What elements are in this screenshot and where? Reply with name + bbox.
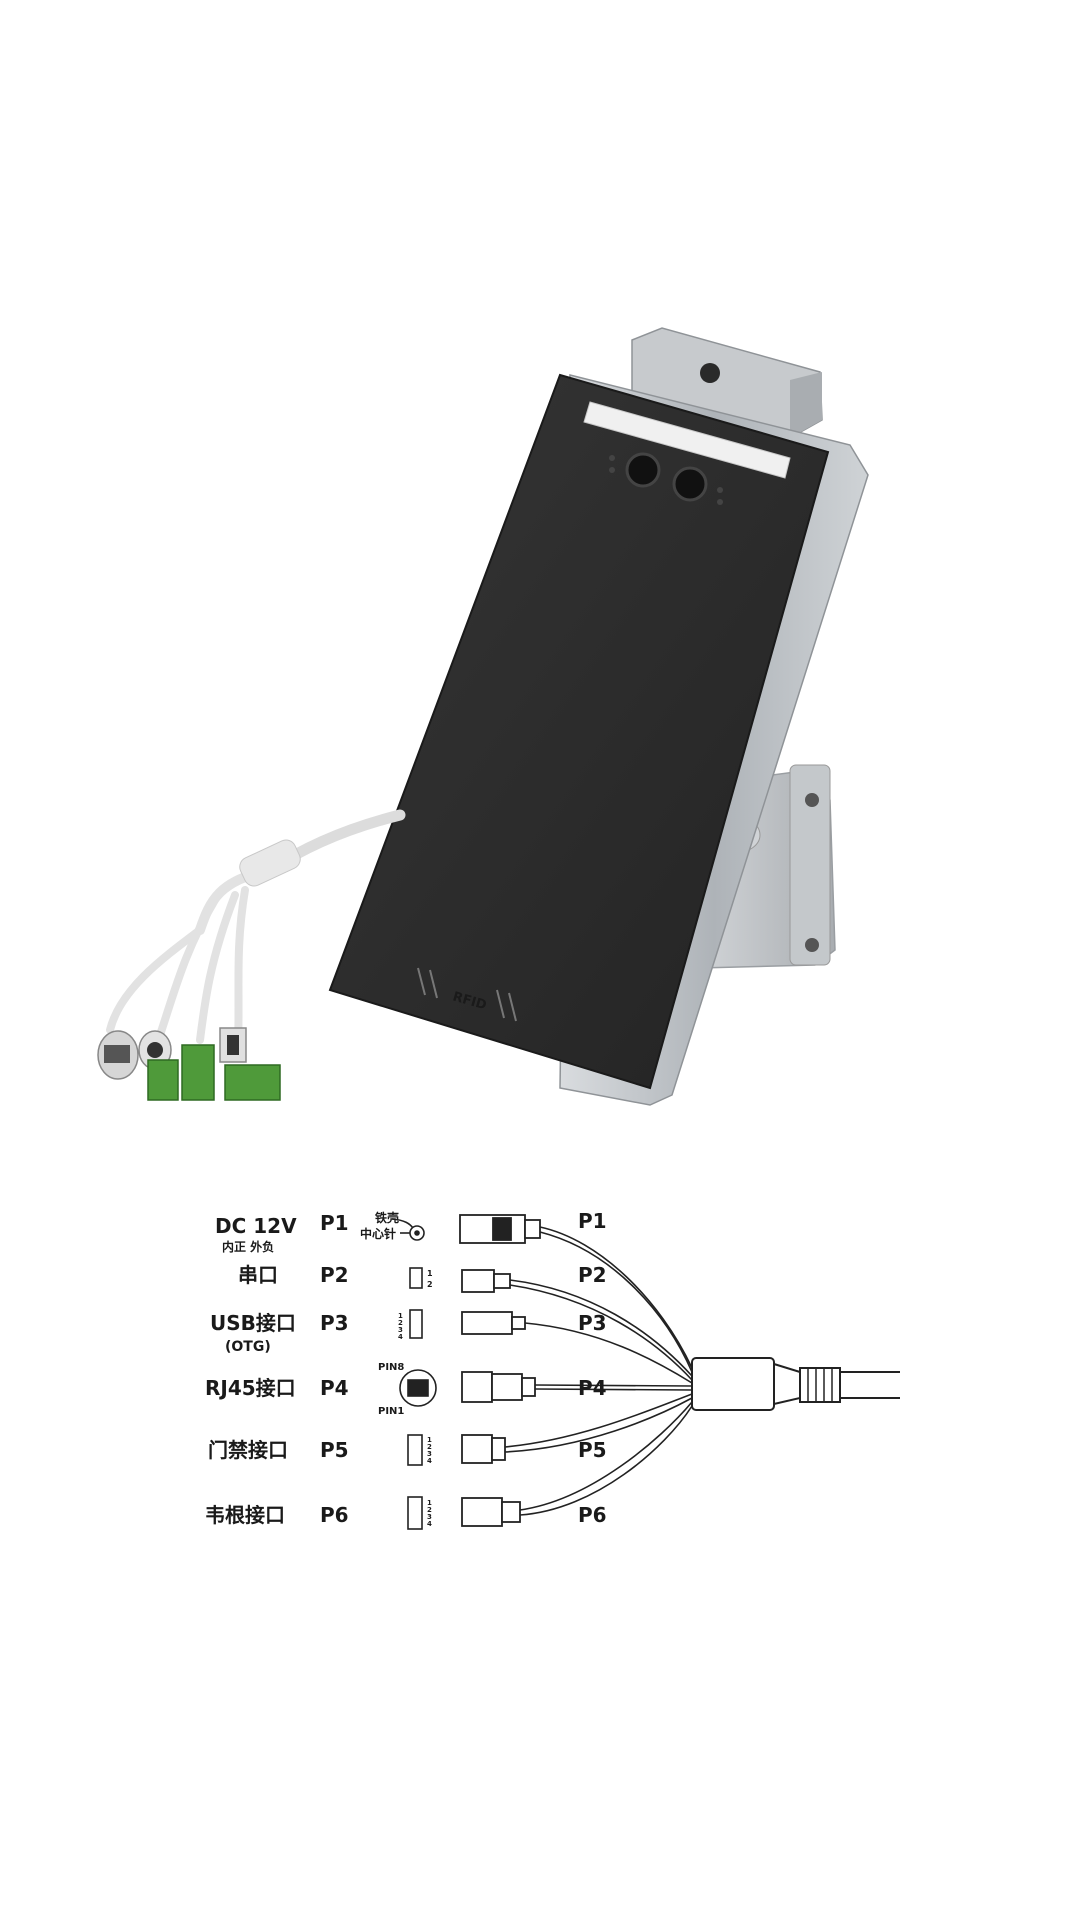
- rj45-pins-icon: [399, 1369, 437, 1407]
- svg-text:4: 4: [427, 1520, 432, 1528]
- port-name-p1: DC 12V: [215, 1214, 297, 1238]
- svg-text:3: 3: [427, 1513, 432, 1521]
- fill-light-bar: [583, 401, 791, 479]
- camera-lens-icon: [672, 466, 708, 502]
- serial-pins-icon: [409, 1267, 423, 1289]
- port-id-left-p5: P5: [320, 1438, 349, 1462]
- port-id-right-p1: P1: [578, 1209, 607, 1233]
- screw-hole-icon: [805, 938, 819, 952]
- svg-text:2: 2: [427, 1506, 432, 1514]
- port-name-p2: 串口: [238, 1263, 278, 1287]
- svg-text:1: 1: [427, 1499, 432, 1507]
- rj45-pin-top: PIN8: [378, 1362, 404, 1373]
- connector-drawings: [459, 1214, 541, 1527]
- svg-text:4: 4: [427, 1457, 432, 1465]
- port-id-right-p5: P5: [578, 1438, 607, 1462]
- port-sub-p3: (OTG): [225, 1339, 271, 1355]
- svg-text:4: 4: [398, 1333, 403, 1341]
- wiring-diagram: DC 12V 内正 外负 P1 铁壳 中心针 P1 串口 P2 1 2 P2 U…: [205, 1209, 900, 1530]
- port-id-left-p1: P1: [320, 1211, 349, 1235]
- port-id-left-p6: P6: [320, 1503, 349, 1527]
- port-id-right-p3: P3: [578, 1311, 607, 1335]
- thermal-lens-icon: [700, 363, 720, 383]
- terminal-block-connector: [147, 1044, 215, 1101]
- svg-text:1: 1: [398, 1312, 403, 1320]
- port-id-right-p6: P6: [578, 1503, 607, 1527]
- fanout-wires: [504, 1226, 693, 1516]
- svg-text:1: 1: [427, 1436, 432, 1444]
- pin-symbols: [391, 1218, 437, 1530]
- rj45-connector: [97, 1030, 139, 1080]
- cable-harness: [106, 809, 406, 1049]
- cable-junction: [691, 1357, 900, 1411]
- face-recognition-terminal: RFID: [328, 327, 869, 1106]
- port-id-right-p2: P2: [578, 1263, 607, 1287]
- port-id-left-p3: P3: [320, 1311, 349, 1335]
- rj45-plug-drawing: [461, 1371, 536, 1403]
- door-access-plug-drawing: [461, 1434, 506, 1464]
- device-screen: [328, 373, 830, 1090]
- door-pins-icon: [407, 1434, 423, 1466]
- port-name-p5: 门禁接口: [208, 1438, 288, 1462]
- svg-text:3: 3: [427, 1450, 432, 1458]
- port-name-p3: USB接口: [210, 1311, 296, 1335]
- screw-hole-icon: [805, 793, 819, 807]
- usb-pins-icon: [409, 1309, 423, 1339]
- usb-connector: [219, 1027, 247, 1063]
- pin-note-shell: 铁壳: [375, 1210, 399, 1225]
- terminal-block-connector: [224, 1064, 281, 1101]
- svg-text:1: 1: [427, 1269, 433, 1278]
- port-name-p6: 韦根接口: [205, 1503, 285, 1527]
- port-sub-p1: 内正 外负: [222, 1239, 274, 1254]
- dc-jack-drawing: [459, 1214, 541, 1244]
- svg-text:3: 3: [398, 1326, 403, 1334]
- port-name-p4: RJ45接口: [205, 1376, 296, 1400]
- rj45-pin-bottom: PIN1: [378, 1406, 404, 1417]
- camera-lens-icon: [625, 452, 661, 488]
- pin-note-center: 中心针: [360, 1226, 396, 1241]
- wiegand-pins-icon: [407, 1496, 423, 1530]
- serial-plug-drawing: [461, 1269, 511, 1293]
- port-id-left-p4: P4: [320, 1376, 349, 1400]
- port-id-right-p4: P4: [578, 1376, 607, 1400]
- svg-text:2: 2: [398, 1319, 403, 1327]
- port-id-left-p2: P2: [320, 1263, 349, 1287]
- usb-plug-drawing: [461, 1311, 526, 1335]
- svg-text:2: 2: [427, 1280, 433, 1289]
- wiegand-plug-drawing: [461, 1497, 521, 1527]
- svg-text:2: 2: [427, 1443, 432, 1451]
